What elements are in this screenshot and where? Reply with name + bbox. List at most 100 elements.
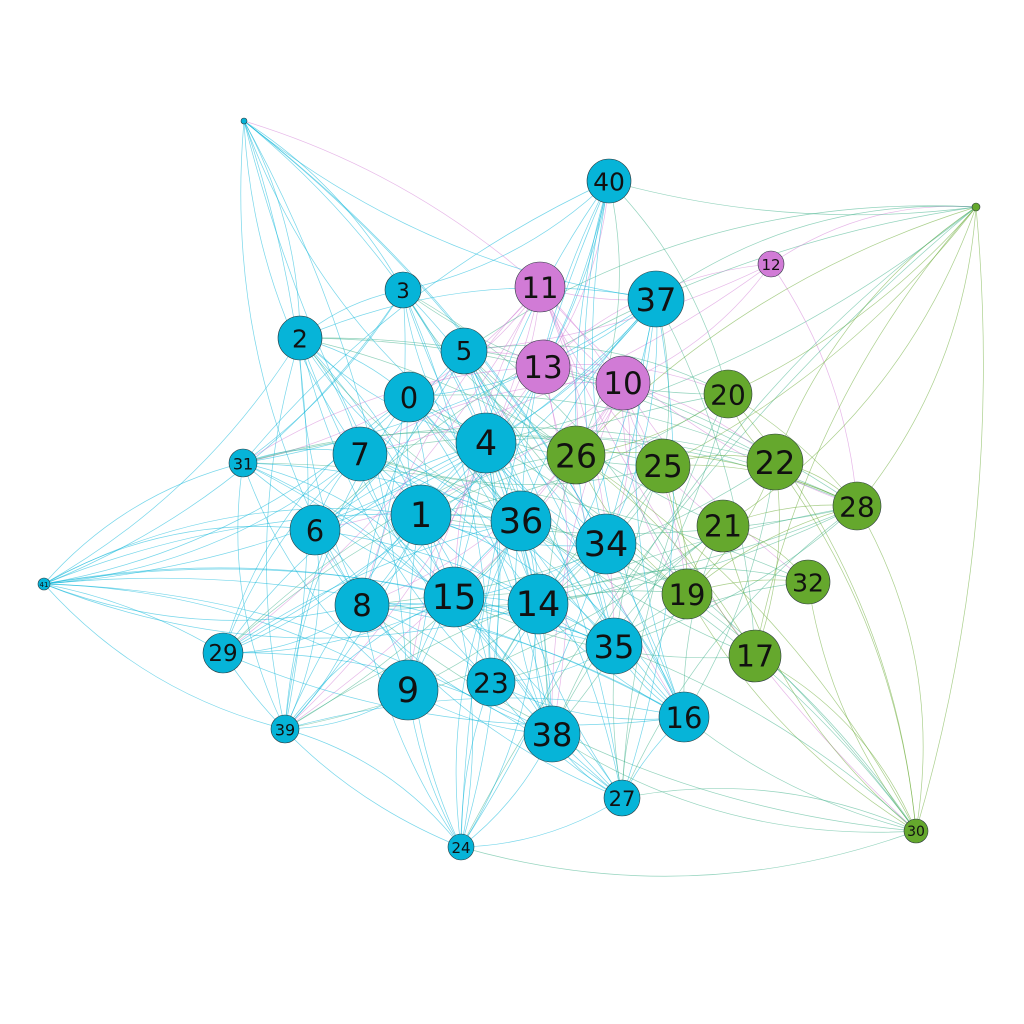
node-circle-25[interactable] xyxy=(635,438,691,494)
node-circle-11[interactable] xyxy=(514,261,566,313)
node-circle-16[interactable] xyxy=(658,691,710,743)
node-circle-29[interactable] xyxy=(202,632,244,674)
node-circle-38[interactable] xyxy=(523,705,581,763)
node-2[interactable]: 2 xyxy=(277,315,323,361)
node-1[interactable]: 1 xyxy=(390,484,452,546)
node-circle-41[interactable] xyxy=(37,577,51,591)
node-24[interactable]: 24 xyxy=(447,833,475,861)
node-label-29: 29 xyxy=(208,641,237,667)
node-circle-18[interactable] xyxy=(971,202,981,212)
node-32[interactable]: 32 xyxy=(785,559,831,605)
node-circle-40[interactable] xyxy=(586,158,632,204)
node-23[interactable]: 23 xyxy=(466,657,516,707)
node-5[interactable]: 5 xyxy=(440,327,488,375)
node-circle-24[interactable] xyxy=(447,833,475,861)
node-circle-6[interactable] xyxy=(289,504,341,556)
node-6[interactable]: 6 xyxy=(289,504,341,556)
node-circle-34[interactable] xyxy=(575,513,637,575)
node-circle-4[interactable] xyxy=(455,412,517,474)
node-31[interactable]: 31 xyxy=(228,448,258,478)
node-25[interactable]: 25 xyxy=(635,438,691,494)
node-17[interactable]: 17 xyxy=(728,629,782,683)
node-label-14: 14 xyxy=(516,585,561,625)
node-7[interactable]: 7 xyxy=(332,426,388,482)
node-circle-1[interactable] xyxy=(390,484,452,546)
node-circle-21[interactable] xyxy=(696,499,750,553)
node-16[interactable]: 16 xyxy=(658,691,710,743)
edge-30-28 xyxy=(856,505,924,832)
node-circle-22[interactable] xyxy=(746,433,804,491)
node-label-6: 6 xyxy=(306,514,324,548)
node-circle-28[interactable] xyxy=(832,481,882,531)
node-10[interactable]: 10 xyxy=(595,355,651,411)
node-circle-35[interactable] xyxy=(585,617,643,675)
node-circle-31[interactable] xyxy=(228,448,258,478)
edge-3-19 xyxy=(402,289,688,595)
edge-16-33 xyxy=(243,120,685,718)
node-8[interactable]: 8 xyxy=(334,577,390,633)
node-circle-3[interactable] xyxy=(384,271,422,309)
node-circle-0[interactable] xyxy=(383,371,435,423)
node-30[interactable]: 30 xyxy=(903,818,929,844)
node-38[interactable]: 38 xyxy=(523,705,581,763)
node-circle-15[interactable] xyxy=(423,566,485,628)
node-41[interactable]: 41 xyxy=(37,577,51,591)
node-circle-36[interactable] xyxy=(490,490,552,552)
node-circle-13[interactable] xyxy=(515,339,571,395)
node-label-7: 7 xyxy=(350,437,370,473)
node-20[interactable]: 20 xyxy=(703,369,753,419)
node-circle-12[interactable] xyxy=(757,250,785,278)
node-circle-8[interactable] xyxy=(334,577,390,633)
node-40[interactable]: 40 xyxy=(586,158,632,204)
node-37[interactable]: 37 xyxy=(627,270,685,328)
node-9[interactable]: 9 xyxy=(377,659,439,721)
node-27[interactable]: 27 xyxy=(603,779,641,817)
node-circle-27[interactable] xyxy=(603,779,641,817)
node-18[interactable] xyxy=(971,202,981,212)
node-circle-30[interactable] xyxy=(903,818,929,844)
edge-12-28 xyxy=(770,263,858,507)
edge-29-37 xyxy=(222,298,657,654)
node-39[interactable]: 39 xyxy=(270,714,300,744)
edge-17-26 xyxy=(575,454,756,657)
node-circle-23[interactable] xyxy=(466,657,516,707)
node-21[interactable]: 21 xyxy=(696,499,750,553)
node-13[interactable]: 13 xyxy=(515,339,571,395)
edge-36-37 xyxy=(520,298,657,522)
node-circle-20[interactable] xyxy=(703,369,753,419)
node-circle-9[interactable] xyxy=(377,659,439,721)
node-circle-14[interactable] xyxy=(507,573,569,635)
node-22[interactable]: 22 xyxy=(746,433,804,491)
node-circle-2[interactable] xyxy=(277,315,323,361)
node-circle-19[interactable] xyxy=(661,568,713,620)
node-28[interactable]: 28 xyxy=(832,481,882,531)
node-circle-39[interactable] xyxy=(270,714,300,744)
node-33[interactable] xyxy=(240,117,248,125)
node-19[interactable]: 19 xyxy=(661,568,713,620)
node-36[interactable]: 36 xyxy=(490,490,552,552)
node-26[interactable]: 26 xyxy=(546,425,606,485)
node-15[interactable]: 15 xyxy=(423,566,485,628)
node-circle-33[interactable] xyxy=(240,117,248,125)
node-12[interactable]: 12 xyxy=(757,250,785,278)
node-4[interactable]: 4 xyxy=(455,412,517,474)
node-29[interactable]: 29 xyxy=(202,632,244,674)
node-14[interactable]: 14 xyxy=(507,573,569,635)
node-circle-37[interactable] xyxy=(627,270,685,328)
node-11[interactable]: 11 xyxy=(514,261,566,313)
node-0[interactable]: 0 xyxy=(383,371,435,423)
node-34[interactable]: 34 xyxy=(575,513,637,575)
node-label-1: 1 xyxy=(410,496,432,536)
edge-23-25 xyxy=(490,465,664,683)
edge-41-2 xyxy=(43,337,301,585)
node-3[interactable]: 3 xyxy=(384,271,422,309)
node-circle-32[interactable] xyxy=(785,559,831,605)
node-35[interactable]: 35 xyxy=(585,617,643,675)
edge-18-28 xyxy=(856,206,977,507)
node-circle-17[interactable] xyxy=(728,629,782,683)
node-label-37: 37 xyxy=(636,281,677,319)
node-circle-10[interactable] xyxy=(595,355,651,411)
node-circle-26[interactable] xyxy=(546,425,606,485)
node-circle-7[interactable] xyxy=(332,426,388,482)
node-circle-5[interactable] xyxy=(440,327,488,375)
